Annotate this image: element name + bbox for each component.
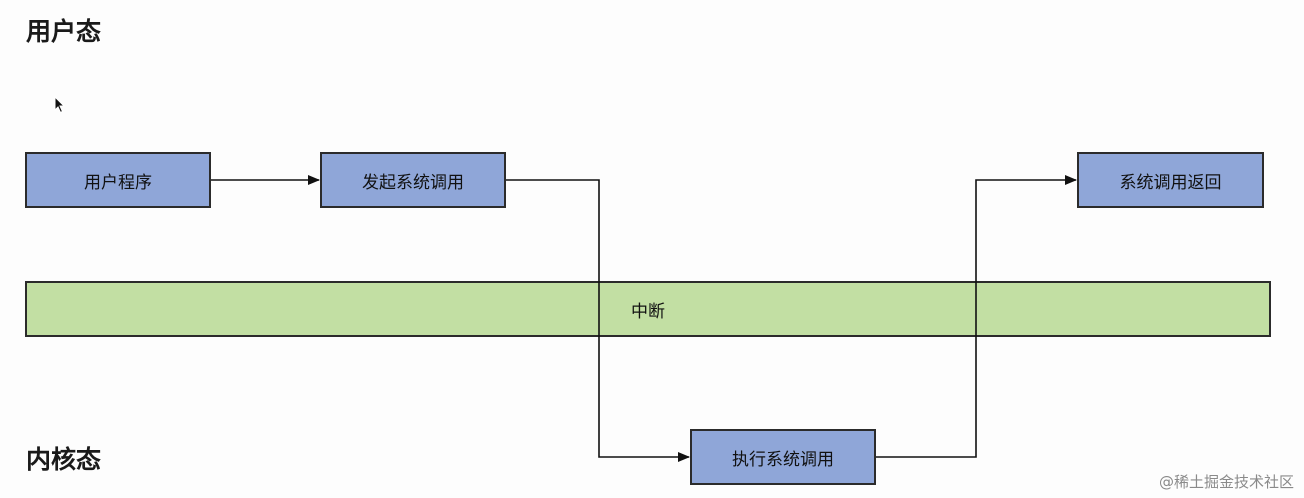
watermark: @稀土掘金技术社区	[1158, 473, 1294, 491]
user-mode-label: 用户态	[26, 17, 102, 46]
arrow-execute-to-return	[876, 175, 1077, 458]
interrupt-band: 中断	[25, 281, 1271, 337]
mouse-cursor-icon	[54, 95, 66, 118]
syscall-return-node: 系统调用返回	[1077, 152, 1264, 208]
kernel-mode-label: 内核态	[26, 445, 102, 474]
initiate-syscall-node: 发起系统调用	[320, 152, 506, 208]
user-program-node: 用户程序	[25, 152, 211, 208]
execute-syscall-node: 执行系统调用	[690, 429, 876, 485]
arrow-initiate-to-execute	[506, 179, 690, 462]
